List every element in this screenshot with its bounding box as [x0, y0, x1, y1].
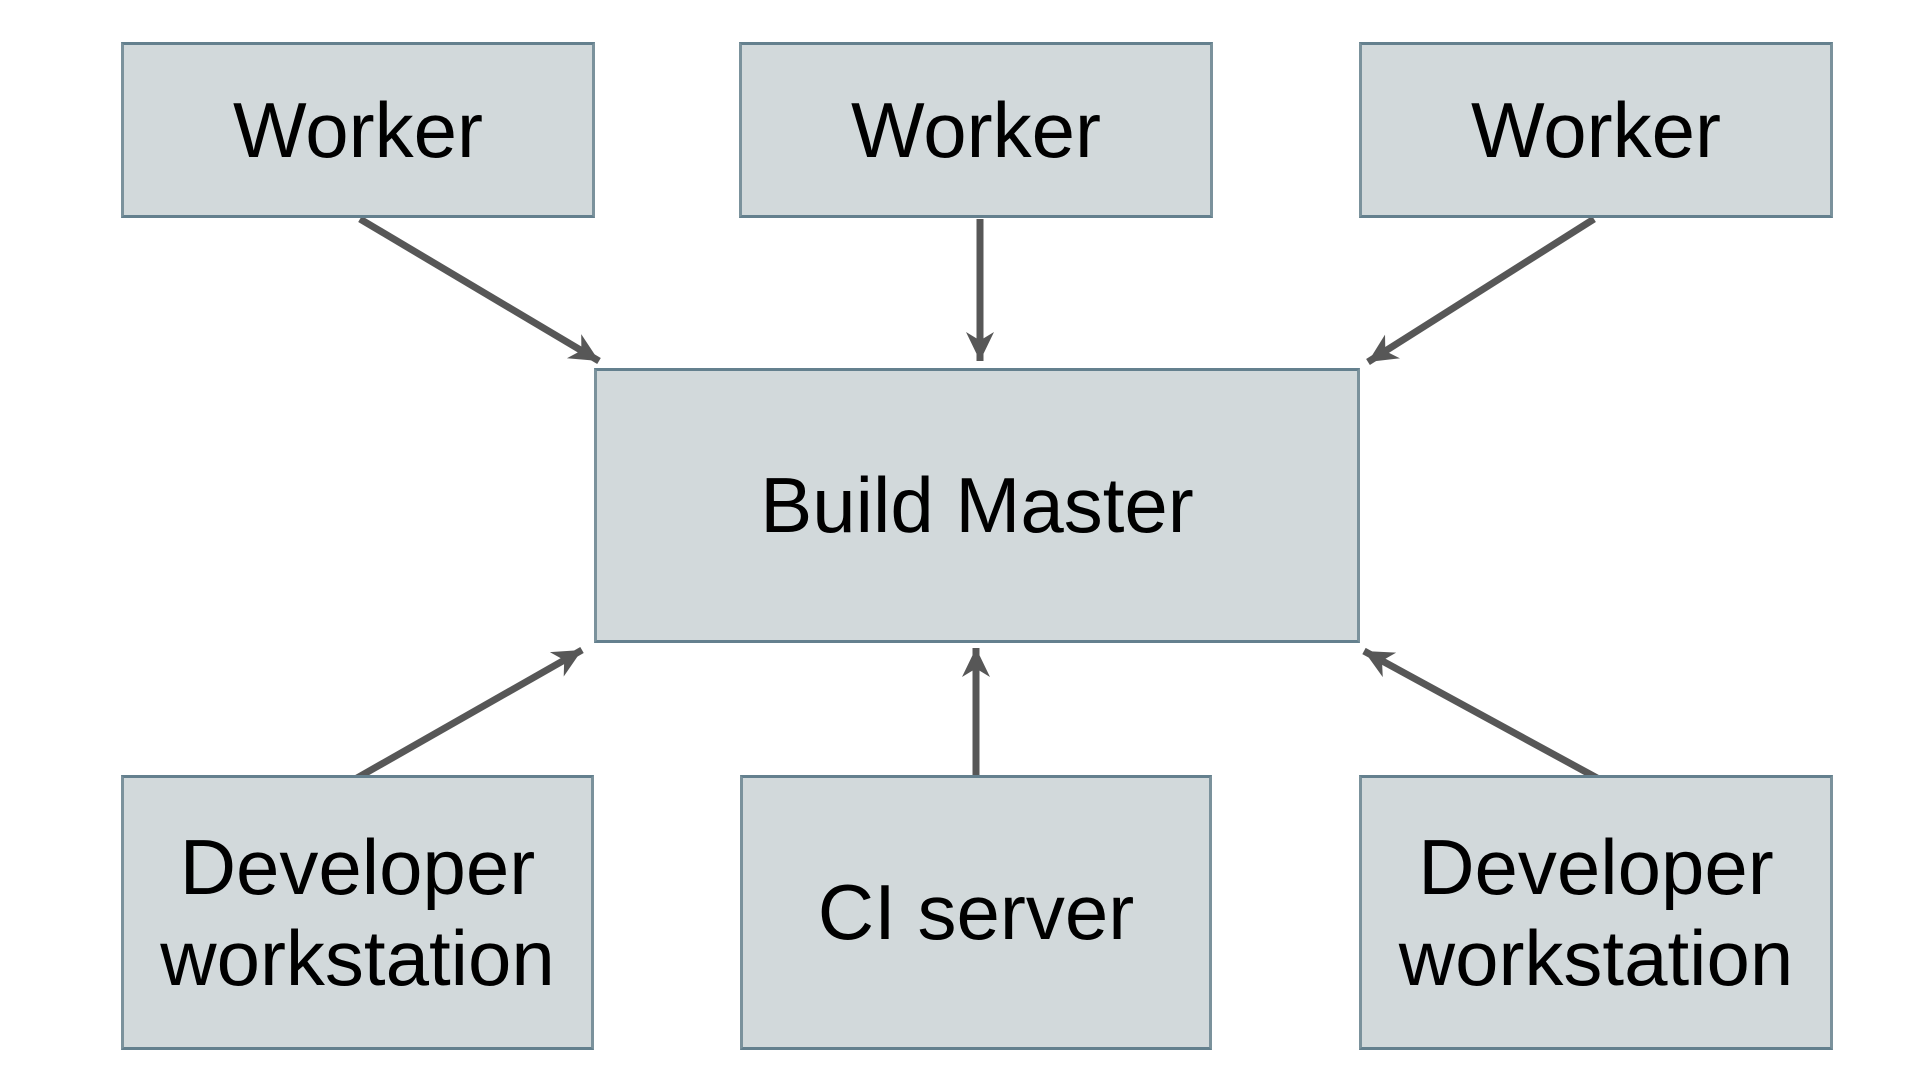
edge-developer-workstation-right-to-build-master — [1362, 647, 1599, 782]
node-developer-workstation-left-label: Developer workstation — [160, 823, 555, 1002]
node-build-master: Build Master — [594, 368, 1360, 643]
node-worker-1: Worker — [121, 42, 595, 218]
node-worker-2: Worker — [739, 42, 1213, 218]
node-worker-2-label: Worker — [851, 85, 1101, 174]
node-ci-server: CI server — [740, 775, 1212, 1050]
edge-worker-1-to-build-master — [358, 215, 601, 365]
node-build-master-label: Build Master — [760, 461, 1194, 550]
node-worker-1-label: Worker — [233, 85, 483, 174]
node-developer-workstation-right: Developer workstation — [1359, 775, 1833, 1050]
edge-worker-3-to-build-master — [1366, 216, 1596, 365]
node-developer-workstation-left: Developer workstation — [121, 775, 594, 1050]
node-ci-server-label: CI server — [817, 868, 1135, 957]
node-worker-3: Worker — [1359, 42, 1833, 218]
node-worker-3-label: Worker — [1471, 85, 1721, 174]
node-developer-workstation-right-label: Developer workstation — [1398, 823, 1794, 1002]
edge-developer-workstation-left-to-build-master — [355, 646, 584, 782]
